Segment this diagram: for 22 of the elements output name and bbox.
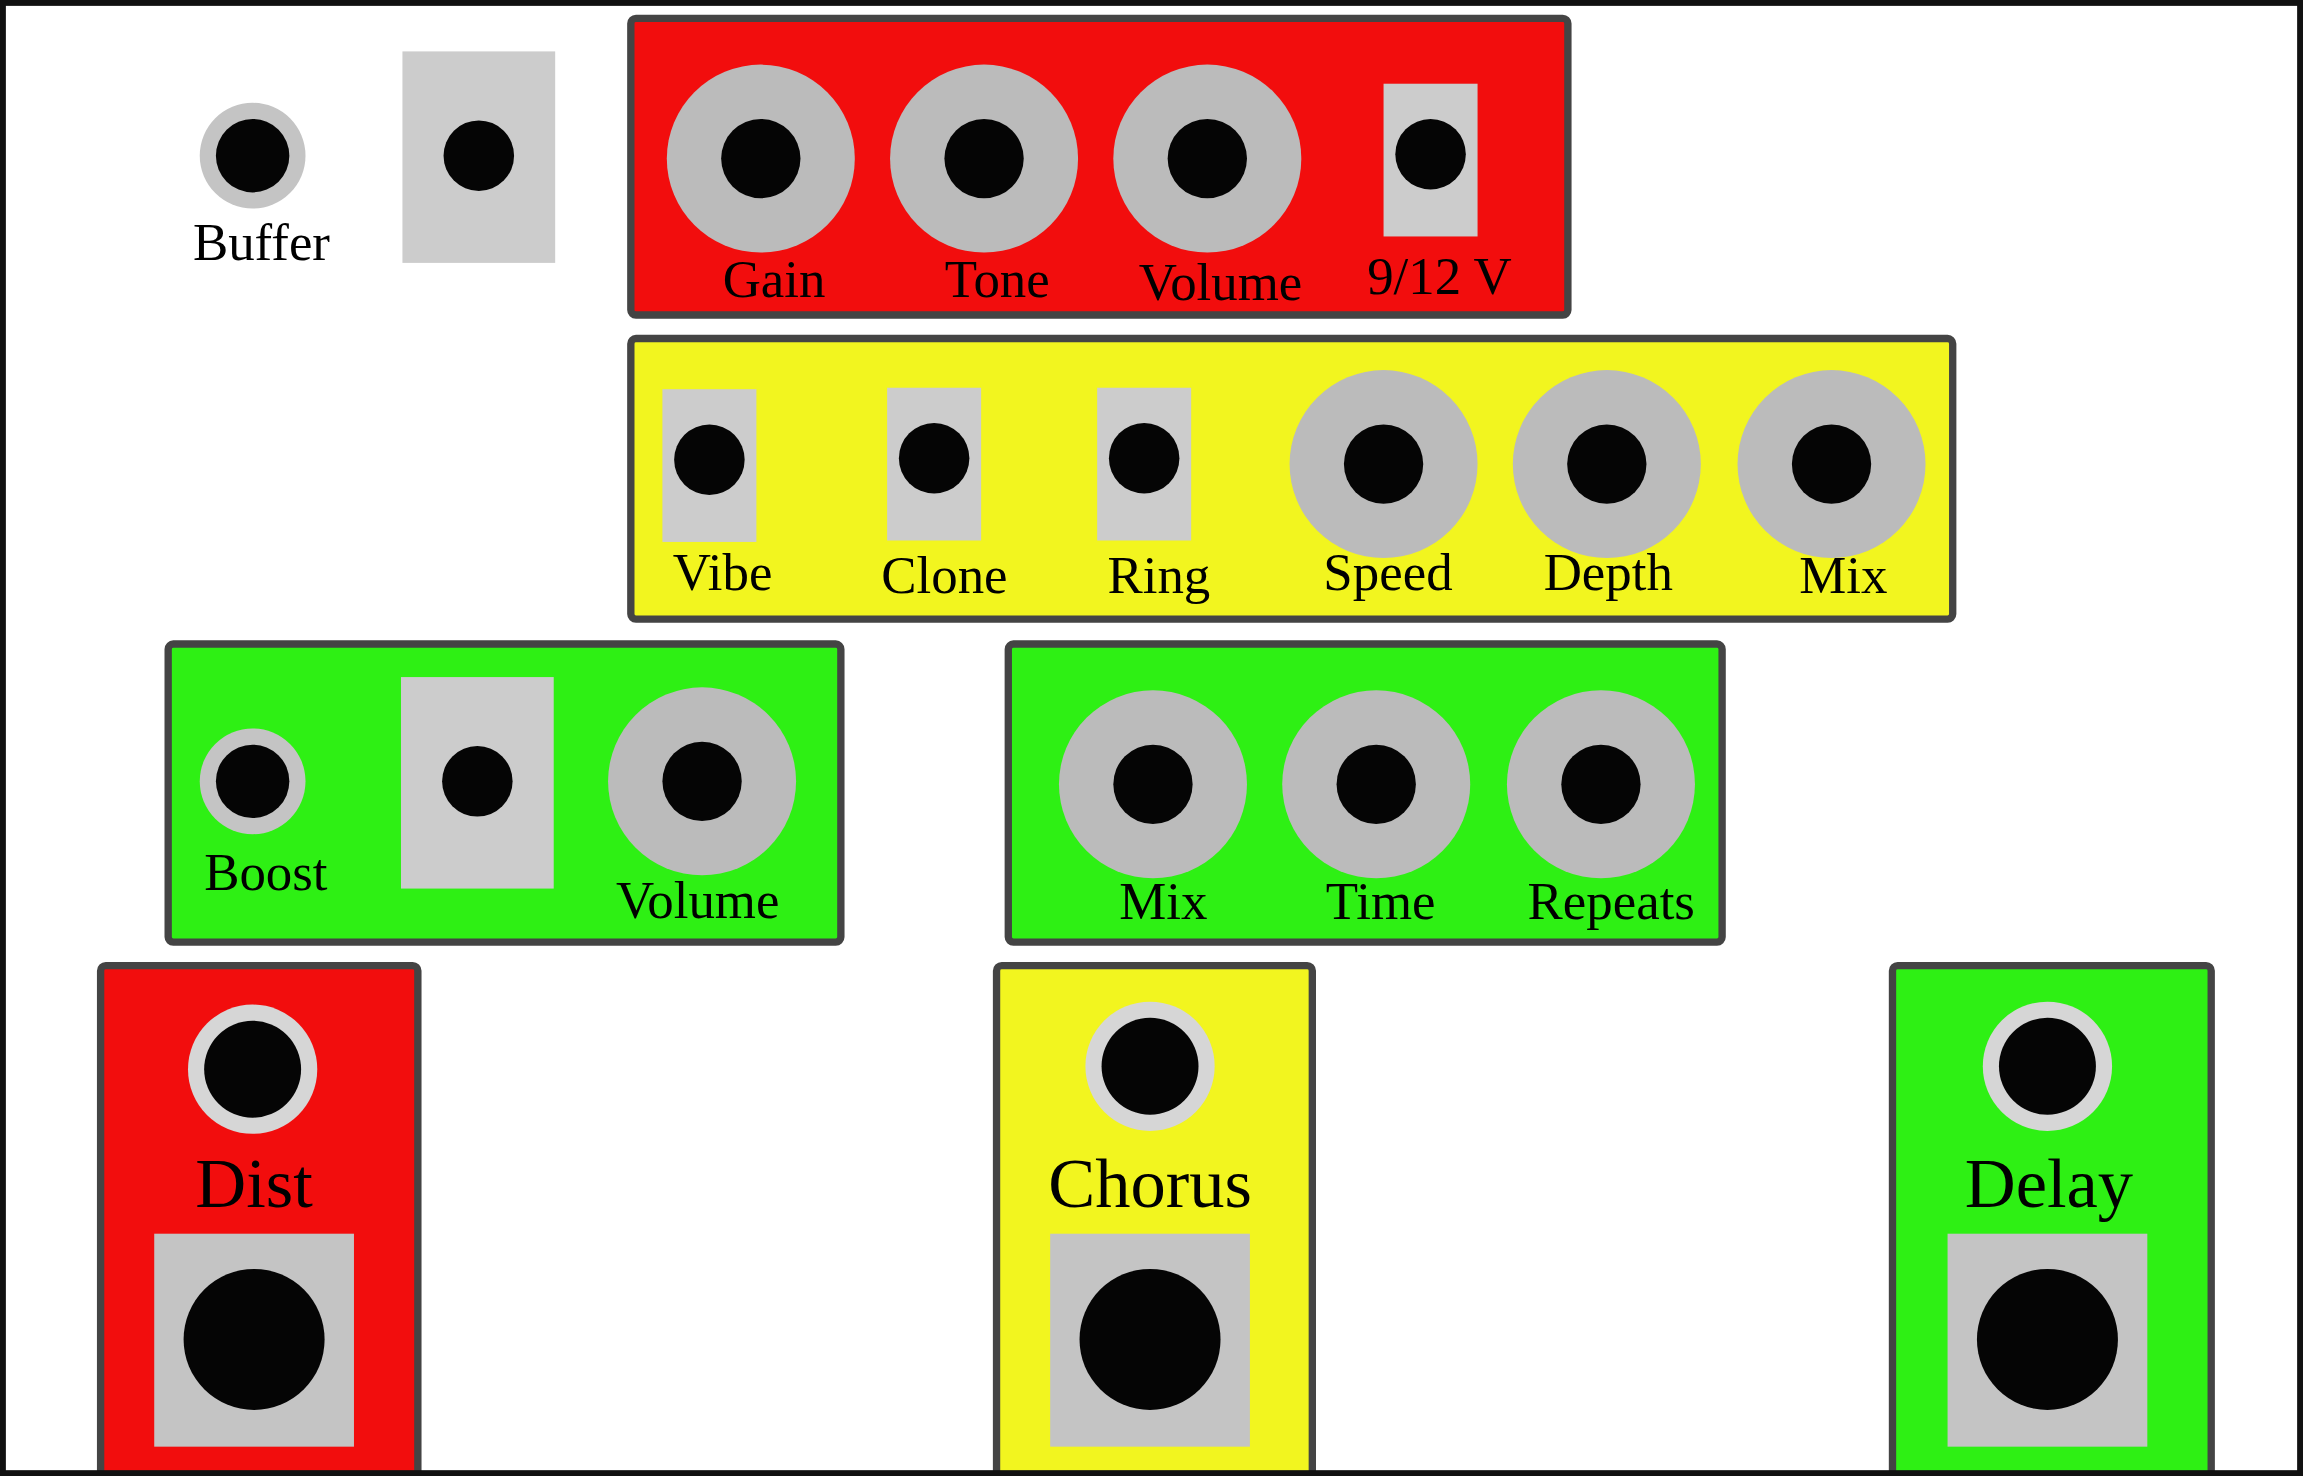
pedal-panel	[627, 14, 1572, 319]
control-label: Time	[1325, 875, 1436, 929]
control-label: 9/12 V	[1367, 249, 1512, 303]
control-label: Clone	[881, 549, 1008, 603]
control-label: Vibe	[672, 546, 773, 600]
control-label: Speed	[1323, 546, 1453, 600]
control-label: Mix	[1119, 875, 1208, 929]
control-label: Buffer	[192, 215, 330, 269]
pedal-panel	[627, 334, 1957, 623]
control-label: Mix	[1799, 549, 1888, 603]
pedal-name: Dist	[195, 1148, 313, 1219]
control-label: Gain	[722, 252, 826, 306]
control-label: Boost	[204, 845, 328, 899]
control-label: Repeats	[1527, 875, 1695, 929]
pedal-panel	[164, 640, 845, 946]
control-label: Ring	[1107, 549, 1211, 603]
control-label: Volume	[1138, 255, 1303, 309]
control-label: Tone	[944, 252, 1050, 306]
pedal-panel	[1004, 640, 1726, 946]
control-label: Depth	[1543, 546, 1673, 600]
pedal-name: Chorus	[1048, 1148, 1252, 1219]
control-label: Volume	[615, 873, 780, 927]
